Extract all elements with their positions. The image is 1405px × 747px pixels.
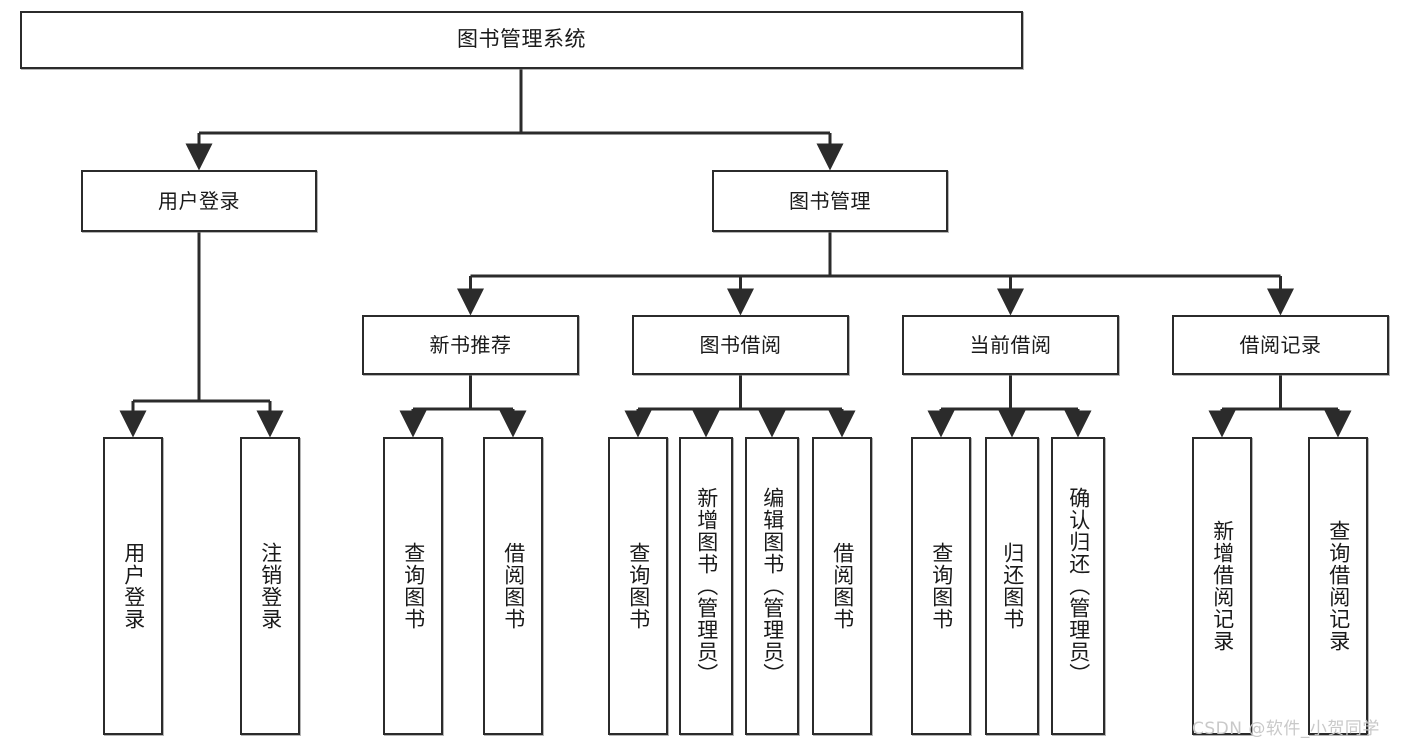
node-new-book-recommend-label: 新书推荐 <box>429 332 512 357</box>
node-new-book-recommend[interactable]: 新书推荐 <box>362 315 579 375</box>
node-book-borrow-label: 图书借阅 <box>699 332 782 357</box>
node-leaf-return-book-label: 归还图书 <box>1000 542 1025 630</box>
node-book-manage-label: 图书管理 <box>789 188 871 213</box>
node-leaf-return-book[interactable]: 归还图书 <box>985 437 1039 735</box>
node-leaf-confirm-return-label: 确认归还（管理员） <box>1066 487 1091 685</box>
node-borrow-record[interactable]: 借阅记录 <box>1172 315 1389 375</box>
node-user-login[interactable]: 用户登录 <box>81 170 317 232</box>
node-leaf-add-record[interactable]: 新增借阅记录 <box>1192 437 1252 735</box>
node-root-图书管理系统-label: 图书管理系统 <box>457 27 586 52</box>
node-book-manage[interactable]: 图书管理 <box>712 170 948 232</box>
node-current-borrow-label: 当前借阅 <box>969 332 1052 357</box>
node-leaf-query-record[interactable]: 查询借阅记录 <box>1308 437 1368 735</box>
node-leaf-borrow-book-1[interactable]: 借阅图书 <box>483 437 543 735</box>
node-leaf-user-logout[interactable]: 注销登录 <box>240 437 300 735</box>
node-user-login-label: 用户登录 <box>158 188 240 213</box>
node-leaf-query-record-label: 查询借阅记录 <box>1326 520 1351 652</box>
node-book-borrow[interactable]: 图书借阅 <box>632 315 849 375</box>
node-borrow-record-label: 借阅记录 <box>1239 332 1322 357</box>
node-leaf-query-book-1-label: 查询图书 <box>401 542 426 630</box>
node-leaf-add-book-label: 新增图书（管理员） <box>694 487 719 685</box>
node-leaf-edit-book[interactable]: 编辑图书（管理员） <box>745 437 799 735</box>
node-leaf-query-book-1[interactable]: 查询图书 <box>383 437 443 735</box>
node-leaf-user-logout-label: 注销登录 <box>258 542 283 630</box>
node-leaf-edit-book-label: 编辑图书（管理员） <box>760 487 785 685</box>
node-leaf-borrow-book-1-label: 借阅图书 <box>501 542 526 630</box>
node-leaf-add-record-label: 新增借阅记录 <box>1210 520 1235 652</box>
node-leaf-query-book-3-label: 查询图书 <box>929 542 954 630</box>
node-leaf-user-login[interactable]: 用户登录 <box>103 437 163 735</box>
node-leaf-add-book[interactable]: 新增图书（管理员） <box>679 437 733 735</box>
node-leaf-borrow-book-2-label: 借阅图书 <box>830 542 855 630</box>
node-leaf-confirm-return[interactable]: 确认归还（管理员） <box>1051 437 1105 735</box>
node-leaf-borrow-book-2[interactable]: 借阅图书 <box>812 437 872 735</box>
node-current-borrow[interactable]: 当前借阅 <box>902 315 1119 375</box>
node-leaf-query-book-2[interactable]: 查询图书 <box>608 437 668 735</box>
node-leaf-query-book-3[interactable]: 查询图书 <box>911 437 971 735</box>
node-leaf-user-login-label: 用户登录 <box>121 542 146 630</box>
node-leaf-query-book-2-label: 查询图书 <box>626 542 651 630</box>
node-root-图书管理系统[interactable]: 图书管理系统 <box>20 11 1023 69</box>
